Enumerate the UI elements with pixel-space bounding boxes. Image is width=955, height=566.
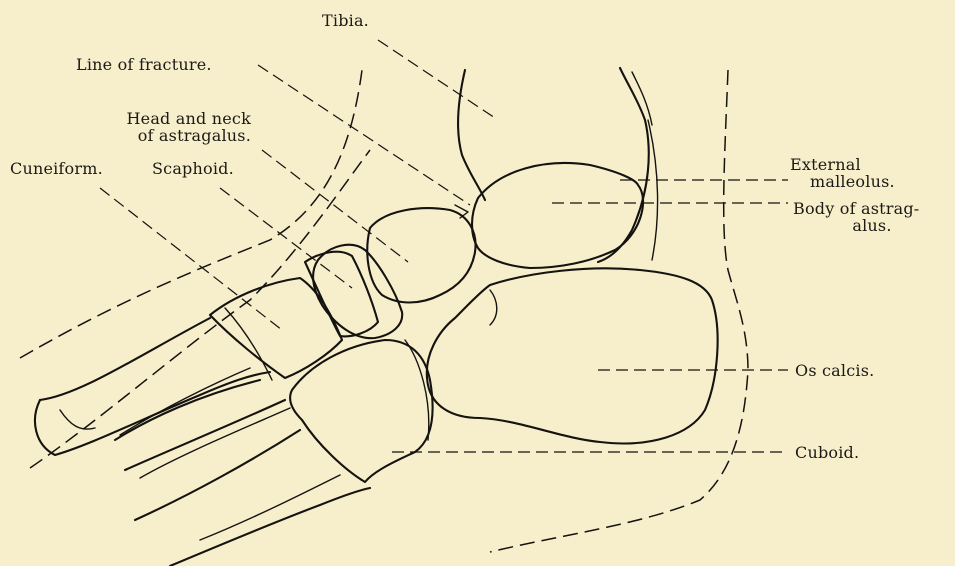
os-calcis-bone [427,268,718,443]
astragalus-body [472,163,643,268]
tibia-bone [458,68,658,262]
label-scaphoid: Scaphoid. [152,160,234,177]
cuneiform-bones [210,252,378,380]
label-line-of-fracture: Line of fracture. [76,56,212,73]
label-body-of-astragalus: Body of astrag- alus. [793,200,951,234]
label-tibia: Tibia. [322,12,369,29]
label-external-malleolus: External malleolus. [790,156,895,190]
label-cuboid: Cuboid. [795,444,859,461]
label-head-and-neck-of-astragalus: Head and neck of astragalus. [86,110,251,144]
leader-lines [100,40,788,452]
label-os-calcis: Os calcis. [795,362,874,379]
label-cuneiform: Cuneiform. [10,160,103,177]
cuboid-bone [290,340,432,482]
astragalus-head [367,205,475,303]
scaphoid-bone [313,245,402,338]
